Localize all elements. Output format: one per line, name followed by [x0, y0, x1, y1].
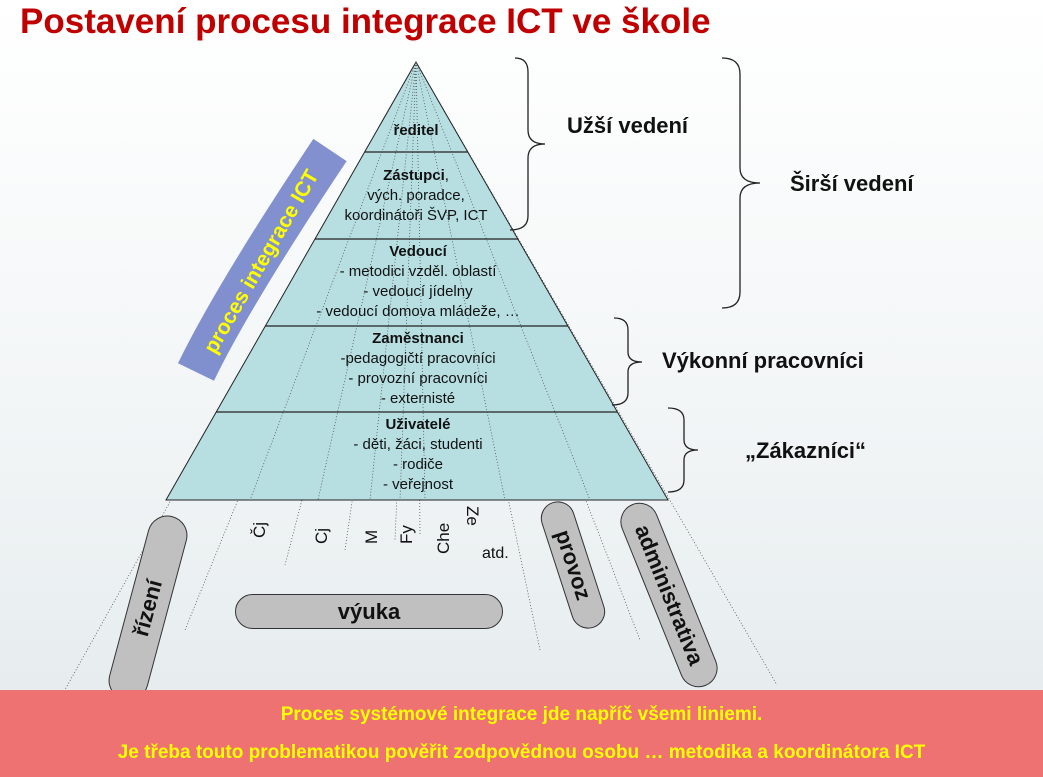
- group-sirsi-vedeni: Širší vedení: [790, 171, 914, 196]
- slide-title: Postavení procesu integrace ICT ve škole: [20, 2, 711, 41]
- banner-line-1: Proces systémové integrace jde napříč vš…: [280, 704, 763, 725]
- banner-line-2: Je třeba touto problematikou pověřit zod…: [117, 742, 926, 763]
- level-vedouci: Vedoucí- metodici vzděl. oblastí - vedou…: [316, 243, 520, 320]
- level-dividers: [216, 151, 617, 413]
- area-vyuka: výuka: [235, 594, 503, 629]
- subject-ze: Ze: [463, 506, 482, 526]
- group-vykonni: Výkonní pracovníci: [662, 348, 864, 373]
- process-band: [177, 138, 347, 381]
- fan-lines-inner: [249, 61, 591, 501]
- group-uzsi-vedeni: Užší vedení: [567, 113, 689, 138]
- bottom-banner: Proces systémové integrace jde napříč vš…: [0, 690, 1043, 777]
- subject-fy: Fy: [397, 525, 416, 544]
- level-zamestnanci: Zaměstnanci-pedagogičtí pracovníci - pro…: [340, 330, 496, 407]
- subject-che: Che: [434, 522, 453, 554]
- subject-m: M: [362, 529, 381, 544]
- subject-cj-czech: Čj: [250, 521, 269, 538]
- level-reditel: ředitel: [393, 122, 439, 139]
- level-uzivatele: Uživatelé- děti, žáci, studenti - rodiče…: [353, 416, 483, 493]
- level-zastupci: Zástupci, vých. poradce,koordinátoři ŠVP…: [344, 167, 488, 224]
- group-zakaznici: „Zákazníci“: [745, 438, 867, 463]
- brackets: [509, 57, 761, 493]
- subject-atd: atd.: [482, 545, 509, 562]
- subject-cj-foreign: Cj: [312, 527, 331, 544]
